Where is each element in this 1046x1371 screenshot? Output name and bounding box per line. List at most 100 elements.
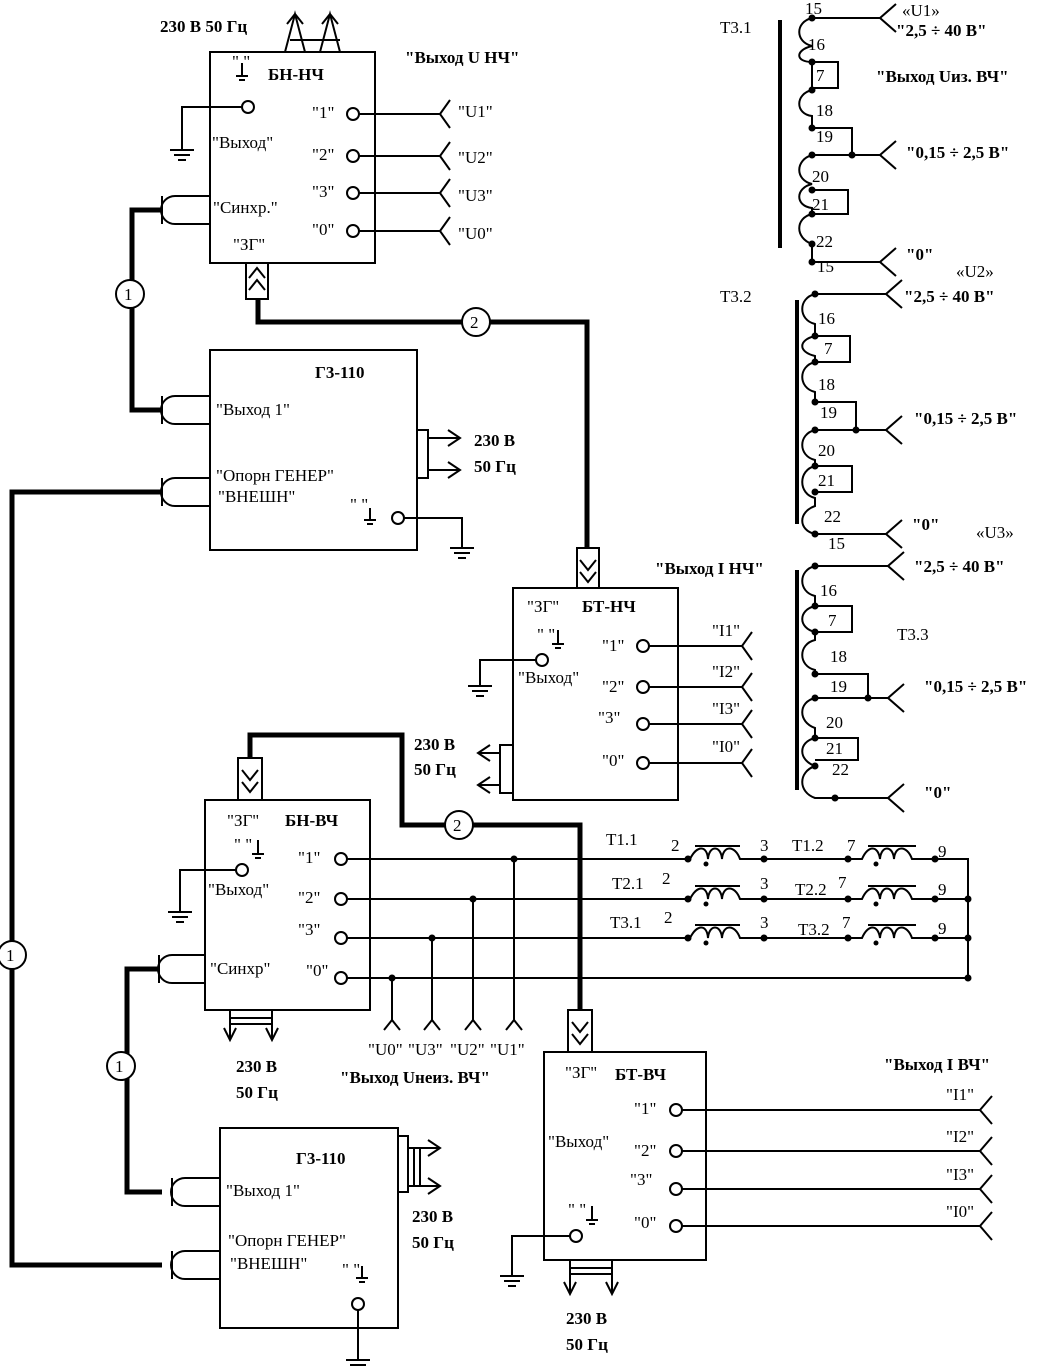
g3-top-gnd: " " [350, 495, 368, 514]
junction-dot [811, 290, 819, 298]
pin-label: 9 [938, 880, 947, 899]
junction-dot [873, 861, 879, 867]
bn-vch-tap-label: "U3" [408, 1040, 443, 1059]
winding-row1 [689, 847, 969, 945]
marker-2-bottom [444, 810, 474, 840]
terminal [346, 149, 360, 163]
bn-nch-out-heading: "Выход U НЧ" [405, 48, 519, 67]
junction-dot [931, 855, 939, 863]
power-arrows-down [223, 1010, 279, 1043]
bn-vch-block: "ЗГ" БН-ВЧ " " "Выход" "Синхр" "1" "2" "… [157, 757, 525, 1102]
bn-vch-gnd: " " [234, 835, 252, 854]
junction-dot [811, 562, 819, 570]
t32-zero: "0" [912, 515, 939, 534]
winding-t32 [801, 293, 886, 535]
t33-zero: "0" [924, 783, 951, 802]
g3-bottom-ref1: "Опорн ГЕНЕР" [228, 1231, 346, 1250]
bt-vch-block: "ЗГ" БТ-ВЧ "Выход I ВЧ" "Выход" "1" "2" … [500, 1009, 993, 1354]
pin-label: 15 [828, 534, 845, 553]
t32-name: Т3.2 [720, 287, 752, 306]
pin-label: 18 [816, 101, 833, 120]
power-label: 230 В [474, 431, 515, 450]
transformer-t33: Т3.3 «U3» "2,5 ÷ 40 В" "0,15 ÷ 2,5 В" "0… [795, 523, 1027, 813]
bt-nch-vyhod: "Выход" [518, 668, 579, 687]
junction-dot [811, 670, 819, 678]
junction-dot [811, 488, 819, 496]
pin-label: 16 [820, 581, 837, 600]
pin-label: 2 [664, 908, 673, 927]
junction-dot [808, 86, 816, 94]
ground-icon [168, 869, 236, 923]
marker-2-top [461, 307, 491, 337]
terminal [334, 971, 348, 985]
marker-label: 2 [470, 313, 479, 332]
bn-nch-port-3: "3" [312, 182, 334, 201]
bt-vch-port: "0" [634, 1213, 656, 1232]
pin-label: 7 [842, 913, 851, 932]
output-fork-icons [978, 1095, 993, 1241]
output-fork-icons [438, 99, 451, 246]
pin-label: 21 [818, 471, 835, 490]
junction-dot [811, 602, 819, 610]
junction-dot [760, 895, 768, 903]
terminal [535, 653, 549, 667]
pin-label: 20 [818, 441, 835, 460]
bn-nch-out-u3: "U3" [458, 186, 493, 205]
junction-dot [703, 861, 709, 867]
marker-label: 1 [115, 1057, 124, 1076]
bt-nch-out: "I1" [712, 621, 740, 640]
pin-label: 22 [824, 507, 841, 526]
bn-nch-out-u1: "U1" [458, 102, 493, 121]
output-fork-icons [884, 279, 903, 549]
bn-nch-vyhod-label: "Выход" [212, 133, 273, 152]
pin-label: 7 [838, 873, 847, 892]
wire [649, 645, 742, 764]
bt-vch-out: "I2" [946, 1127, 974, 1146]
row-t-label: Т2.2 [795, 880, 827, 899]
bn-nch-vyhod-terminal [241, 100, 255, 114]
g3-bottom-out1: "Выход 1" [226, 1181, 300, 1200]
power-label: 50 Гц [414, 760, 456, 779]
g3-bottom-ref2: "ВНЕШН" [230, 1254, 307, 1273]
cable-1-top [129, 207, 162, 413]
t32-group: «U2» [956, 262, 994, 281]
terminal [351, 1297, 365, 1311]
junction-dot [844, 895, 852, 903]
pin-label: 16 [808, 35, 825, 54]
terminal [346, 186, 360, 200]
output-fork-icons [886, 551, 905, 813]
ground-icon [404, 517, 474, 559]
row-t-label: Т2.1 [612, 874, 644, 893]
junction-dot [873, 940, 879, 946]
power-arrows-down [563, 1260, 619, 1297]
bt-vch-vyhod: "Выход" [548, 1132, 609, 1151]
junction-dot [808, 186, 816, 194]
bn-vch-port: "2" [298, 888, 320, 907]
ref-connector-icon [170, 1250, 220, 1280]
pin-label: 7 [847, 836, 856, 855]
bn-nch-port-2: "2" [312, 145, 334, 164]
wire [391, 859, 515, 1020]
junction-dot [964, 895, 972, 903]
terminal [636, 639, 650, 653]
terminal [391, 511, 405, 525]
t31-group: «U1» [902, 1, 940, 20]
pin-label: 9 [938, 919, 947, 938]
out1-connector-icon [160, 395, 210, 425]
junction-dot [811, 530, 819, 538]
pin-label: 15 [817, 257, 834, 276]
power-arrows-right [417, 429, 462, 479]
wire [347, 858, 969, 979]
g3-top-ref1: "Опорн ГЕНЕР" [216, 466, 334, 485]
terminal [636, 680, 650, 694]
terminal [669, 1144, 683, 1158]
t33-top: "2,5 ÷ 40 В" [914, 557, 1005, 576]
junction-dot [811, 462, 819, 470]
power-label: 50 Гц [566, 1335, 608, 1354]
bn-vch-tap-label: "U1" [490, 1040, 525, 1059]
bn-nch-port-0: "0" [312, 220, 334, 239]
junction-dot [808, 124, 816, 132]
g3-top-ref2: "ВНЕШН" [218, 487, 295, 506]
ground-icon [552, 630, 564, 649]
winding-t33 [801, 565, 888, 799]
